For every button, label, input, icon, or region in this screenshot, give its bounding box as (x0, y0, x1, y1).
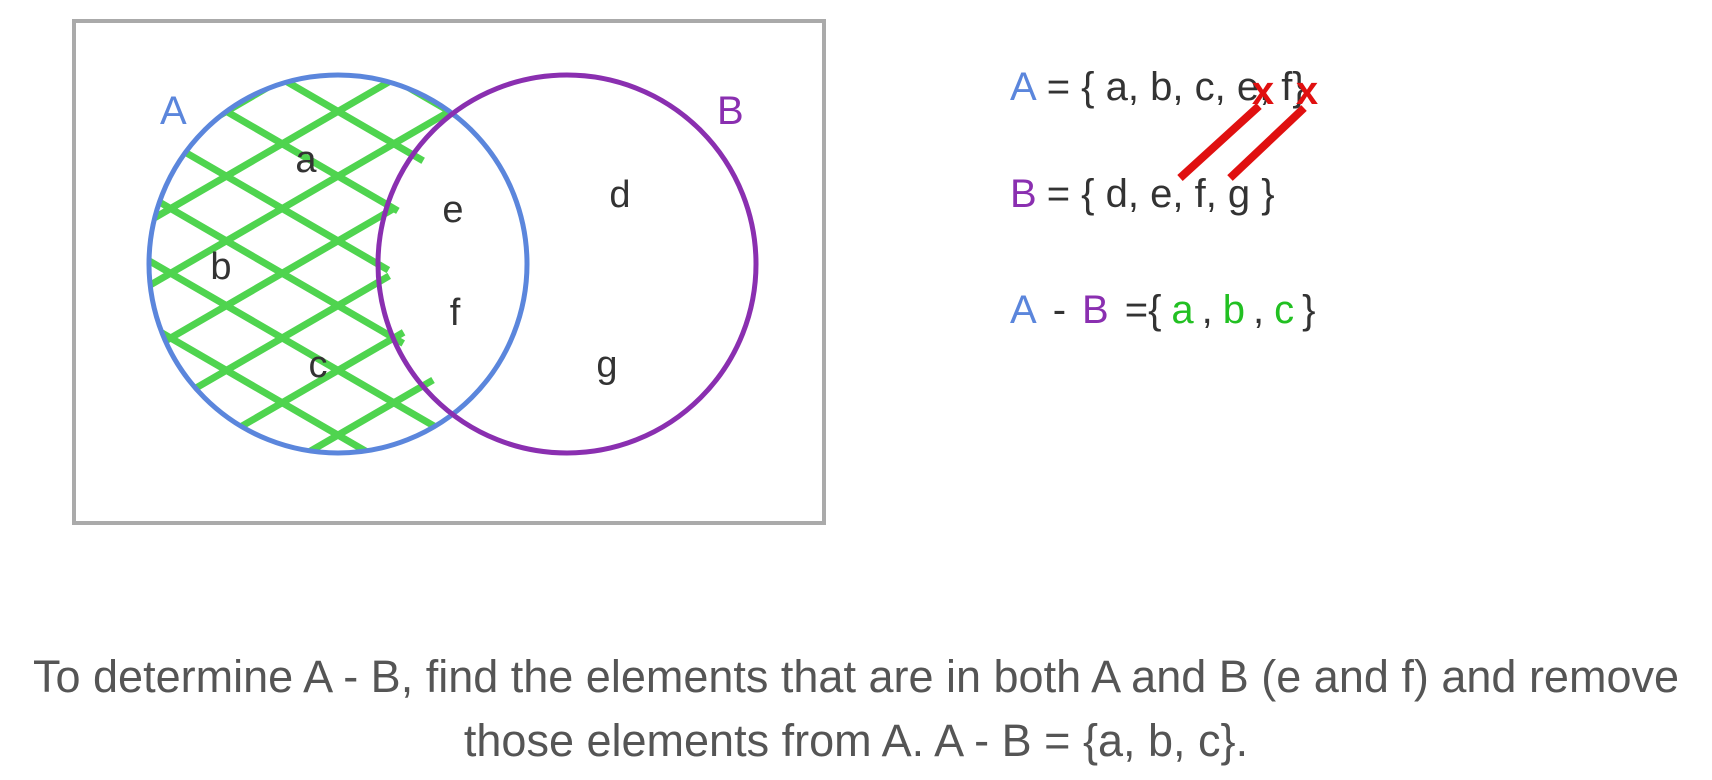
strike-line-f (1227, 105, 1307, 181)
cross-mark-f: x (1296, 69, 1318, 113)
diff-item-b: b (1223, 288, 1245, 332)
element-a: a (295, 139, 317, 181)
diff-set-b: B (1082, 288, 1109, 332)
diff-set-a: A (1010, 288, 1037, 332)
hatch-line (149, 204, 397, 411)
equation-a-symbol: A (1010, 65, 1037, 109)
set-a-label: A (160, 89, 187, 133)
equation-set-b: B= { d, e, f, g } (1010, 172, 1275, 216)
caption-line-1: To determine A - B, find the elements th… (33, 651, 1679, 702)
diff-open: ={ (1125, 288, 1162, 332)
hatch-line (153, 75, 466, 123)
element-f: f (450, 292, 461, 334)
equation-a-struck-e: e (1237, 65, 1259, 109)
explanation-caption: To determine A - B, find the elements th… (0, 645, 1712, 773)
hatch-line (149, 75, 527, 314)
hatch-line (149, 228, 527, 453)
diff-item-a: a (1171, 288, 1194, 332)
hatch-line (149, 329, 406, 453)
diff-minus: - (1053, 288, 1066, 332)
element-b: b (210, 246, 231, 288)
diff-comma-2: , (1253, 288, 1264, 332)
universal-set-frame (72, 19, 826, 525)
equation-b-symbol: B (1010, 172, 1037, 216)
strike-marks: x x (1177, 69, 1318, 181)
strike-line-e (1177, 103, 1262, 181)
equation-difference: A-B={a,b,c} (1010, 288, 1316, 332)
equation-a-open: = { a, b, c, (1047, 65, 1237, 109)
caption-line-2: those elements from A. A - B = {a, b, c}… (463, 715, 1249, 766)
equation-a-struck-f: f (1281, 65, 1293, 109)
diff-close: } (1302, 288, 1315, 332)
equation-a-sep: , (1259, 65, 1281, 109)
hatch-line (149, 272, 391, 453)
set-b-label: B (717, 89, 744, 133)
element-g: g (596, 344, 617, 386)
element-e: e (442, 189, 463, 231)
hatch-line (149, 180, 527, 453)
equation-set-a: A= { a, b, c, e, f} (1010, 65, 1306, 109)
set-b-circle (375, 72, 759, 456)
element-c: c (309, 344, 328, 386)
diff-item-c: c (1274, 288, 1294, 332)
element-d: d (609, 174, 630, 216)
equation-b-body: = { d, e, f, g } (1047, 172, 1275, 216)
equation-a-close: } (1292, 65, 1305, 109)
set-a-circle (146, 72, 530, 456)
hatch-line (149, 276, 515, 453)
hatch-line (149, 75, 400, 214)
diff-comma-1: , (1202, 288, 1213, 332)
hatch-line (149, 376, 435, 453)
cross-mark-e: x (1252, 69, 1274, 113)
